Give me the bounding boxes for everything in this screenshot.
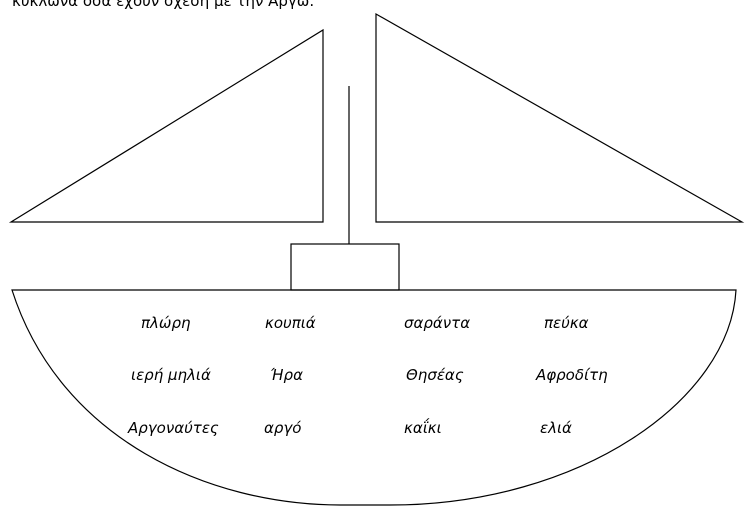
mast-base	[290, 243, 400, 291]
word-koupia: κουπιά	[265, 314, 316, 332]
right-sail	[375, 12, 745, 223]
word-argo: αργό	[264, 419, 302, 437]
word-elia: ελιά	[540, 419, 572, 437]
word-ieri-milia: ιερή μηλιά	[131, 366, 211, 384]
word-afroditi: Αφροδίτη	[536, 366, 608, 384]
word-argonaftes: Αργοναύτες	[128, 419, 219, 437]
ship-hull	[11, 289, 737, 506]
word-thiseas: Θησέας	[406, 366, 464, 384]
left-sail	[8, 28, 324, 223]
word-plori: πλώρη	[141, 314, 191, 332]
word-kaiki: καΐκι	[404, 419, 442, 437]
word-saranta: σαράντα	[404, 314, 471, 332]
instruction-text: κύκλωνα όσα έχουν σχέση με την Αργώ.	[12, 0, 315, 10]
word-pefka: πεύκα	[544, 314, 589, 332]
word-ira: Ήρα	[270, 366, 303, 384]
